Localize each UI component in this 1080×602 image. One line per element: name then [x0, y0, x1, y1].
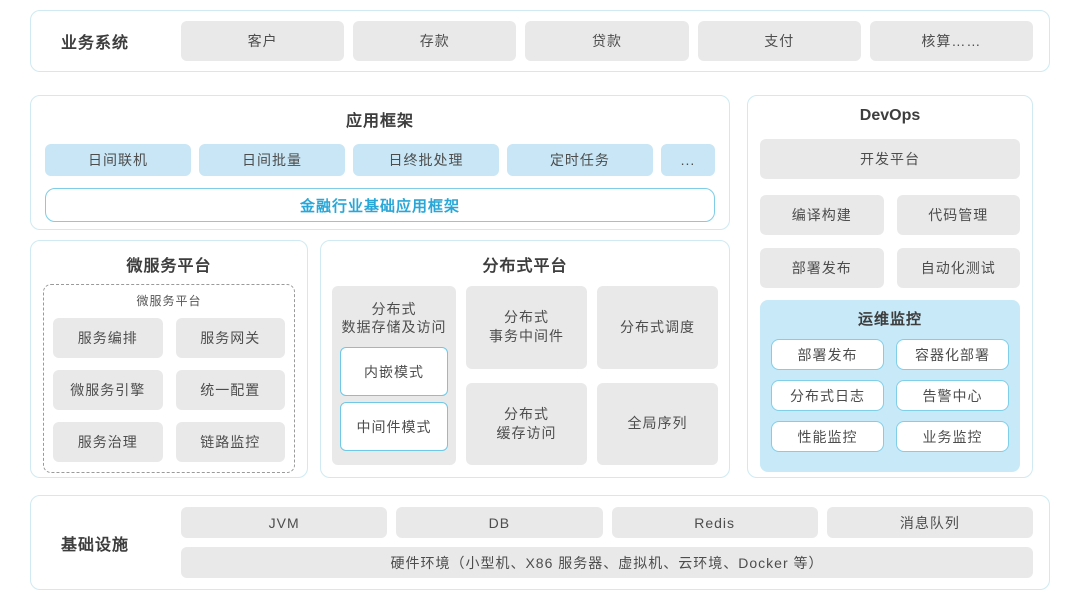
distributed-col-middle: 分布式 事务中间件 分布式 缓存访问 — [466, 286, 587, 465]
microservice-items: 服务编排 服务网关 微服务引擎 统一配置 服务治理 链路监控 — [52, 318, 286, 462]
business-item-loan: 贷款 — [525, 21, 689, 61]
distributed-col-right: 分布式调度 全局序列 — [597, 286, 718, 465]
ms-item-orchestration: 服务编排 — [53, 318, 163, 358]
devops-item-deploy: 部署发布 — [760, 248, 884, 288]
monitor-item-container: 容器化部署 — [896, 339, 1009, 370]
infrastructure-section: 基础设施 JVM DB Redis 消息队列 硬件环境（小型机、X86 服务器、… — [30, 495, 1050, 590]
af-item-more: ... — [660, 144, 715, 176]
devops-item-code-mgmt: 代码管理 — [896, 195, 1020, 235]
microservice-inner-title: 微服务平台 — [136, 294, 202, 308]
microservice-title: 微服务平台 — [126, 258, 212, 275]
business-item-payment: 支付 — [697, 21, 861, 61]
microservice-section: 微服务平台 微服务平台 服务编排 服务网关 微服务引擎 统一配置 服务治理 链路… — [30, 240, 308, 478]
platform-row: 微服务平台 微服务平台 服务编排 服务网关 微服务引擎 统一配置 服务治理 链路… — [30, 240, 730, 478]
devops-title: DevOps — [859, 107, 921, 124]
financial-base-framework: 金融行业基础应用框架 — [45, 188, 715, 222]
distributed-title: 分布式平台 — [482, 258, 568, 275]
app-framework-title: 应用框架 — [345, 113, 414, 130]
devops-item-build: 编译构建 — [760, 195, 884, 235]
storage-mode-embedded: 内嵌模式 — [340, 347, 448, 397]
infra-hardware-env: 硬件环境（小型机、X86 服务器、虚拟机、云环境、Docker 等） — [181, 547, 1033, 578]
af-item-daytime-batch: 日间批量 — [198, 144, 345, 176]
infrastructure-top-row: JVM DB Redis 消息队列 — [181, 507, 1033, 538]
business-item-accounting: 核算…… — [869, 21, 1034, 61]
ops-monitor-panel: 运维监控 部署发布 容器化部署 分布式日志 告警中心 性能监控 业务监控 — [760, 300, 1020, 472]
devops-item-auto-test: 自动化测试 — [896, 248, 1020, 288]
distributed-storage-label: 分布式 数据存储及访问 — [341, 301, 447, 336]
ms-item-gateway: 服务网关 — [175, 318, 285, 358]
ms-item-config: 统一配置 — [175, 370, 285, 410]
monitor-item-business: 业务监控 — [896, 421, 1009, 452]
devops-dev-platform: 开发平台 — [760, 139, 1020, 179]
storage-mode-middleware: 中间件模式 — [340, 402, 448, 452]
business-item-deposit: 存款 — [353, 21, 517, 61]
business-items: 客户 存款 贷款 支付 核算…… — [181, 21, 1034, 61]
ms-item-engine: 微服务引擎 — [53, 370, 163, 410]
app-framework-items: 日间联机 日间批量 日终批处理 定时任务 ... — [45, 144, 715, 176]
infra-item-mq: 消息队列 — [826, 507, 1033, 538]
infrastructure-items: JVM DB Redis 消息队列 硬件环境（小型机、X86 服务器、虚拟机、云… — [181, 507, 1033, 578]
monitor-item-alerts: 告警中心 — [896, 380, 1009, 411]
distributed-sequence: 全局序列 — [597, 382, 718, 465]
monitor-item-deploy: 部署发布 — [771, 339, 884, 370]
monitor-item-logs: 分布式日志 — [771, 380, 884, 411]
distributed-transaction: 分布式 事务中间件 — [466, 286, 587, 369]
devops-section: DevOps 开发平台 编译构建 代码管理 部署发布 自动化测试 运维监控 部署… — [747, 95, 1033, 478]
ms-item-governance: 服务治理 — [53, 422, 163, 462]
af-item-eod-batch: 日终批处理 — [352, 144, 499, 176]
infrastructure-label: 基础设施 — [61, 536, 130, 554]
middle-left-column: 应用框架 日间联机 日间批量 日终批处理 定时任务 ... 金融行业基础应用框架… — [30, 95, 730, 478]
middle-area: 应用框架 日间联机 日间批量 日终批处理 定时任务 ... 金融行业基础应用框架… — [30, 95, 1050, 478]
business-systems-label: 业务系统 — [61, 35, 130, 52]
distributed-items: 分布式 数据存储及访问 内嵌模式 中间件模式 分布式 事务中间件 — [332, 286, 718, 465]
ops-monitor-items: 部署发布 容器化部署 分布式日志 告警中心 性能监控 业务监控 — [771, 339, 1009, 452]
af-item-daytime-online: 日间联机 — [45, 144, 191, 176]
business-item-customer: 客户 — [181, 21, 345, 61]
infra-item-jvm: JVM — [181, 507, 388, 538]
ops-monitor-title: 运维监控 — [857, 311, 922, 328]
business-systems-section: 业务系统 客户 存款 贷款 支付 核算…… — [30, 10, 1050, 72]
infra-item-db: DB — [396, 507, 603, 538]
distributed-section: 分布式平台 分布式 数据存储及访问 内嵌模式 中间件模式 — [320, 240, 730, 478]
app-framework-section: 应用框架 日间联机 日间批量 日终批处理 定时任务 ... 金融行业基础应用框架 — [30, 95, 730, 230]
distributed-scheduling: 分布式调度 — [597, 286, 718, 369]
monitor-item-performance: 性能监控 — [771, 421, 884, 452]
devops-items: 编译构建 代码管理 部署发布 自动化测试 — [760, 195, 1020, 288]
distributed-storage-box: 分布式 数据存储及访问 内嵌模式 中间件模式 — [332, 286, 456, 465]
infra-item-redis: Redis — [611, 507, 818, 538]
distributed-cache: 分布式 缓存访问 — [466, 382, 587, 465]
ms-item-tracing: 链路监控 — [175, 422, 285, 462]
af-item-scheduled-tasks: 定时任务 — [506, 144, 653, 176]
microservice-inner-box: 微服务平台 服务编排 服务网关 微服务引擎 统一配置 服务治理 链路监控 — [43, 284, 295, 473]
